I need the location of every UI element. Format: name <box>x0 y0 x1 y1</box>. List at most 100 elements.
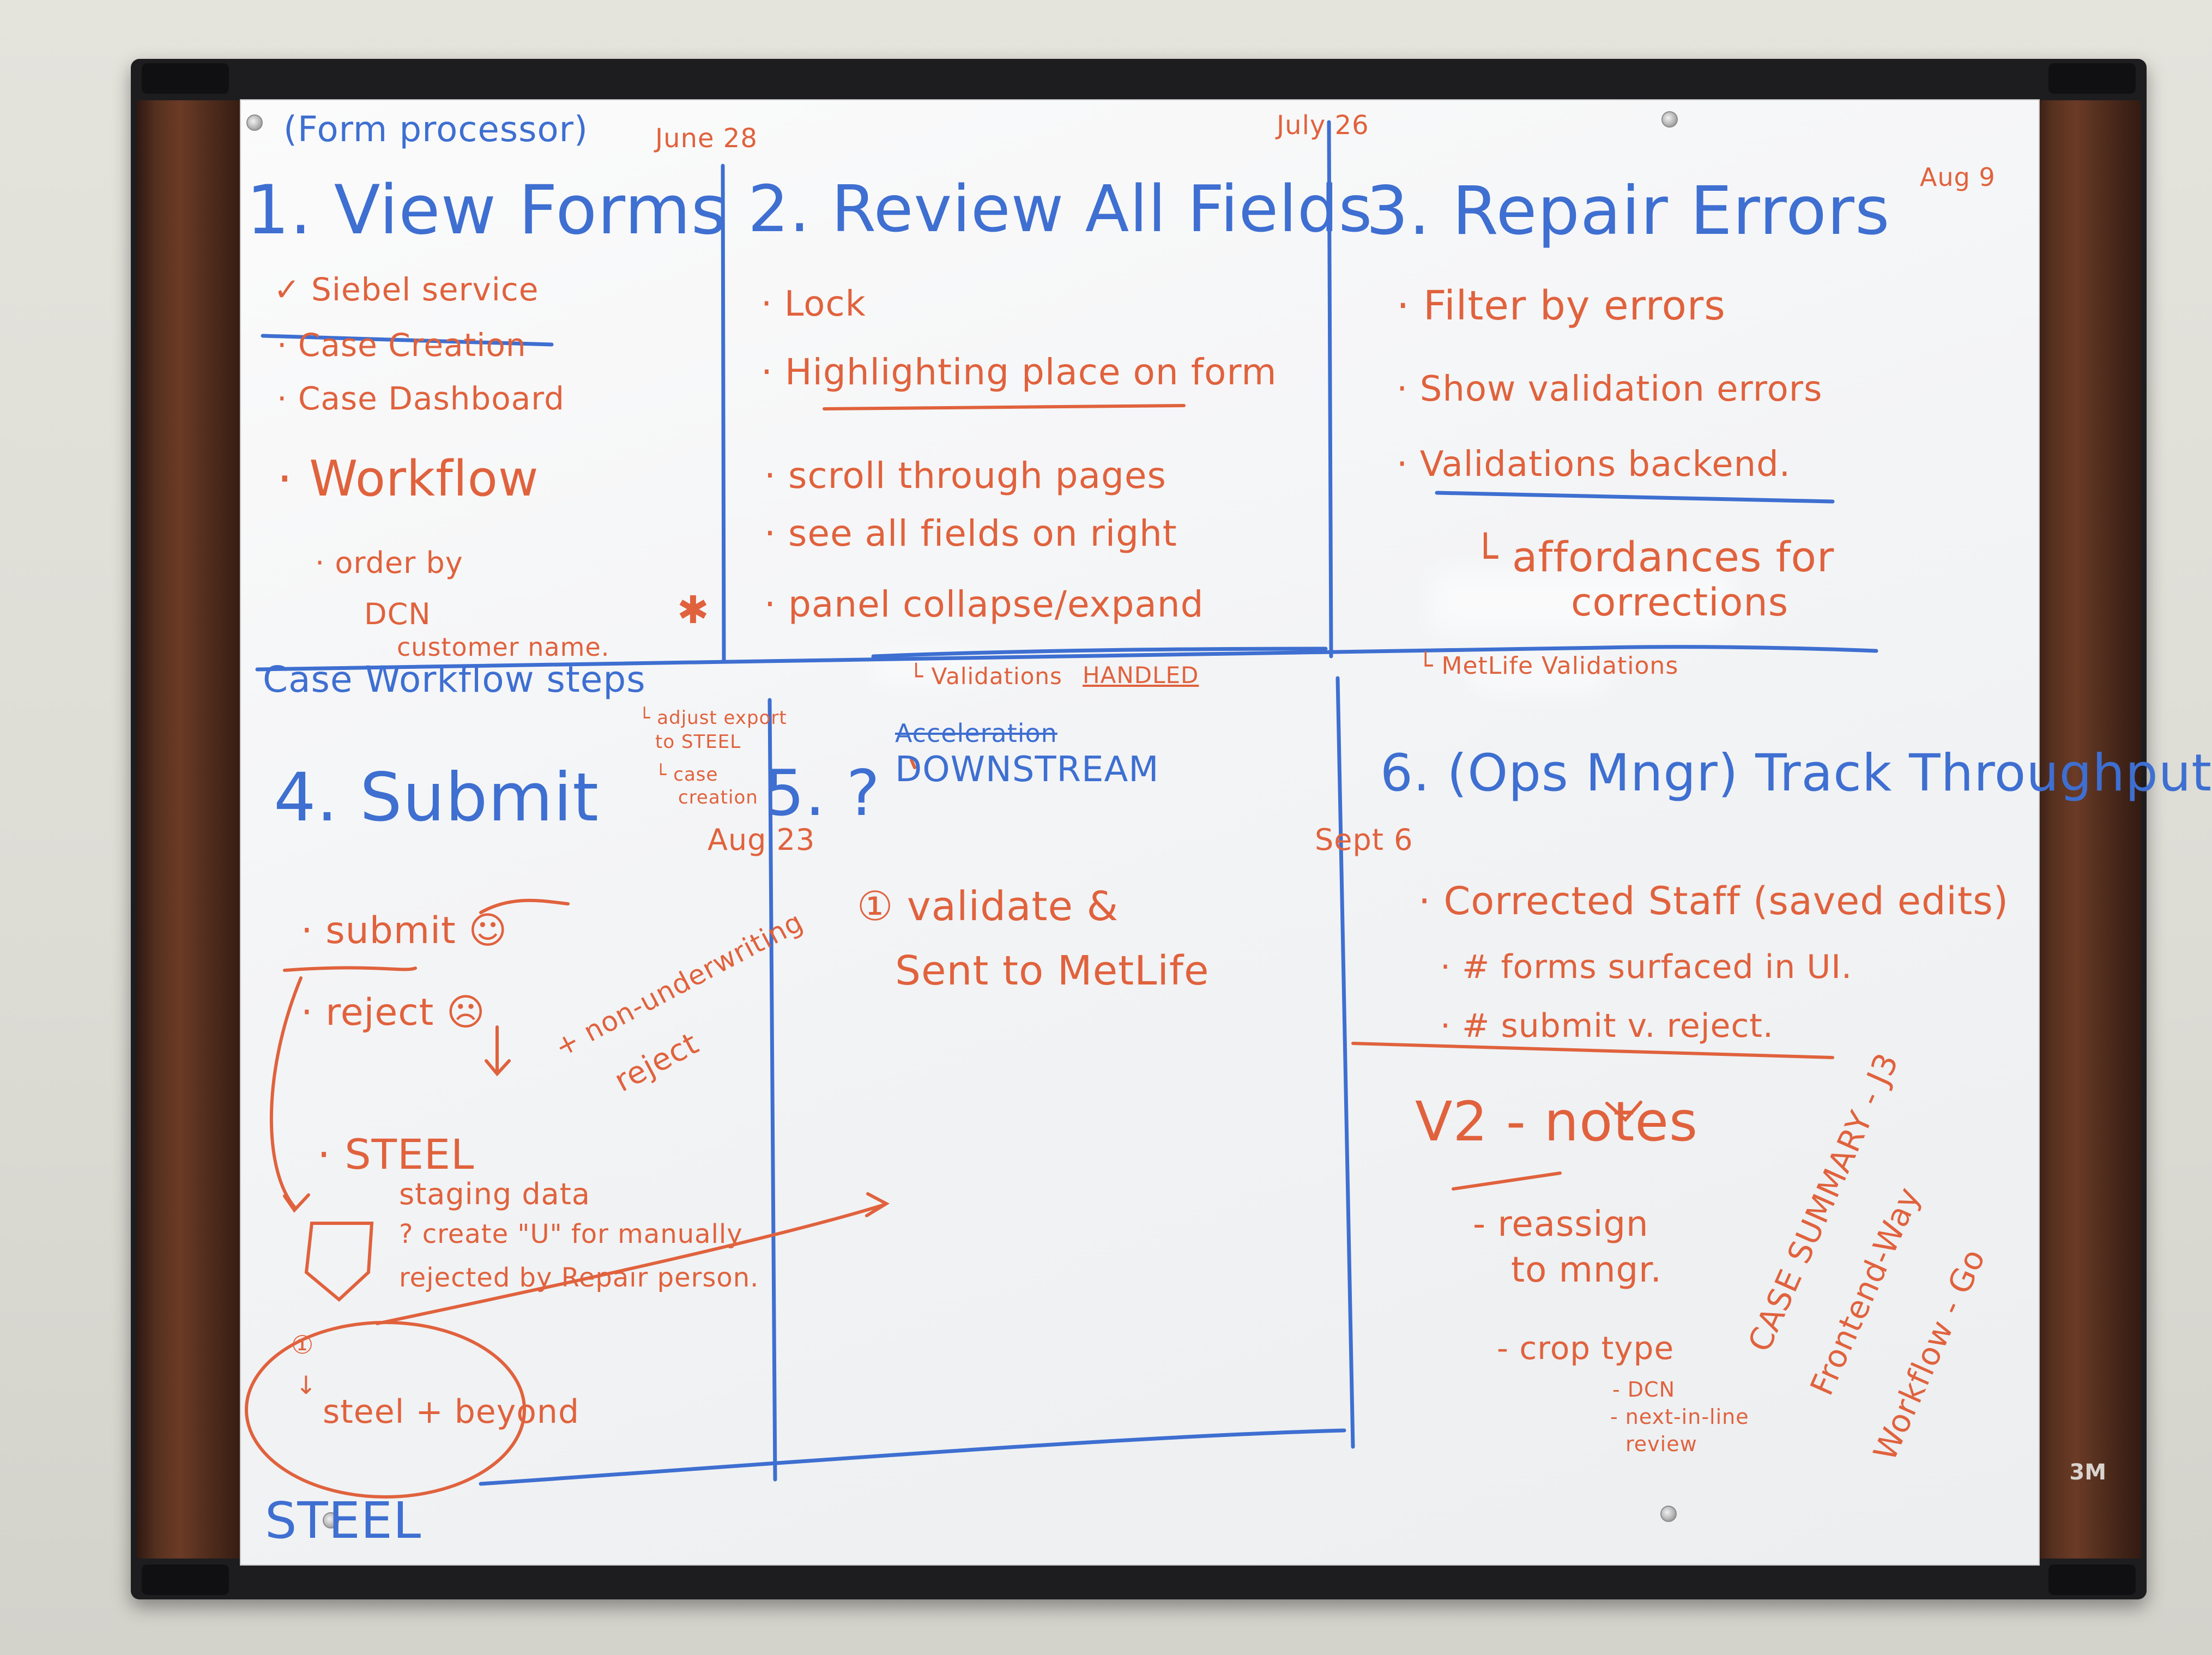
arrowhead <box>865 1192 890 1217</box>
marker-lines <box>245 120 1878 1499</box>
side-note: to STEEL <box>655 731 741 753</box>
shield-sketch <box>304 1222 374 1302</box>
arrowhead <box>1605 1101 1642 1122</box>
section-title: 1. View Forms <box>246 171 727 250</box>
date-label: Aug 23 <box>708 823 815 857</box>
light-glare <box>1467 656 1609 694</box>
list-item: · Case Dashboard <box>277 380 565 417</box>
brand-logo: 3M <box>2069 1460 2106 1485</box>
right-wood-trim <box>2032 100 2141 1559</box>
list-item: · scroll through pages <box>764 455 1167 497</box>
section-title: 2. Review All Fields <box>748 171 1373 246</box>
v2-item: - next-in-line <box>1610 1405 1749 1429</box>
date-label: Sept 6 <box>1315 823 1413 857</box>
arrow-line <box>376 1203 886 1325</box>
sub-item: rejected by Repair person. <box>399 1263 759 1293</box>
section-footer: STEEL <box>265 1491 422 1550</box>
sub-item: corrections <box>1571 580 1789 625</box>
side-note: creation <box>678 787 758 808</box>
sub-item: staging data <box>399 1177 590 1211</box>
divider-line <box>721 164 726 664</box>
underline <box>1351 1042 1834 1059</box>
underline <box>261 334 554 347</box>
list-item: · STEEL <box>317 1130 475 1179</box>
arrow-down <box>485 1025 511 1077</box>
list-item: ① validate & <box>857 883 1119 930</box>
divider-line <box>255 645 1878 672</box>
sub-item: └ affordances for <box>1473 533 1835 581</box>
v2-item: review <box>1625 1432 1697 1456</box>
strikethrough <box>283 966 417 972</box>
star-mark: ✱ <box>677 588 710 632</box>
whiteboard-surface: (Form processor) June 28 July 26 1. View… <box>240 99 2211 1566</box>
corner-cap <box>2048 1565 2136 1595</box>
note: └ MetLife Validations <box>1418 652 1679 680</box>
section-title: 6. (Ops Mngr) Track Throughput <box>1380 744 2212 803</box>
sub-item: DCN <box>364 597 431 631</box>
list-item: · Validations backend. <box>1397 444 1791 485</box>
v2-item: to mngr. <box>1511 1250 1662 1290</box>
section-footer: Case Workflow steps <box>263 659 646 700</box>
divider-line <box>1335 676 1355 1449</box>
v2-item: - DCN <box>1612 1378 1676 1402</box>
list-item: · Lock <box>761 284 866 324</box>
divider-line <box>479 1428 1346 1486</box>
loop-ellipse <box>245 1321 526 1499</box>
corner-cap <box>142 1565 229 1595</box>
tick-mark <box>910 758 916 769</box>
side-note: └ case <box>655 764 718 786</box>
top-note: (Form processor) <box>283 110 588 150</box>
list-item: · Highlighting place on form <box>761 351 1277 393</box>
sub-item: ? create "U" for manually <box>399 1219 743 1249</box>
list-item: Sent to MetLife <box>895 947 1210 994</box>
mount-screw <box>1660 1506 1677 1522</box>
date-label: June 28 <box>655 123 758 154</box>
date-label: Aug 9 <box>1920 162 1996 192</box>
mount-screw <box>323 1512 339 1529</box>
list-item: · # forms surfaced in UI. <box>1440 948 1853 986</box>
arrowhead <box>283 1193 310 1213</box>
light-glare <box>1429 569 1734 635</box>
section-title: 4. Submit <box>274 759 599 836</box>
underline <box>823 404 1186 410</box>
sub-item: · order by <box>315 546 463 580</box>
list-item: · Show validation errors <box>1397 369 1823 409</box>
strikethrough <box>479 898 570 914</box>
mount-screw <box>1661 111 1678 128</box>
corner-cap <box>2048 63 2136 94</box>
sub-title: Acceleration <box>895 718 1057 748</box>
list-item: · Corrected Staff (saved edits) <box>1418 879 2009 923</box>
section-title: 5. ? <box>764 757 881 830</box>
side-note: └ adjust export <box>639 707 787 729</box>
corner-cap <box>142 63 229 94</box>
list-item: · see all fields on right <box>764 512 1177 554</box>
underline <box>1435 491 1835 504</box>
list-item: · Workflow <box>277 450 539 508</box>
list-item: · Case Creation <box>277 327 527 364</box>
v2-item: - reassign <box>1473 1204 1649 1245</box>
list-item: ✓ Siebel service <box>274 271 539 308</box>
loop-marker: ① <box>291 1330 315 1360</box>
underline <box>1452 1171 1562 1191</box>
v2-item: - crop type <box>1497 1330 1675 1367</box>
note: └ Validations <box>909 663 1062 690</box>
list-item: · panel collapse/expand <box>764 583 1204 625</box>
loop-arrow: ↓ <box>295 1370 317 1400</box>
loop-label: steel + beyond <box>323 1393 580 1431</box>
list-item: · # submit v. reject. <box>1440 1007 1774 1045</box>
section-title: 3. Repair Errors <box>1366 172 1890 250</box>
arrow-line <box>269 976 303 1209</box>
list-item: · reject ☹ <box>301 991 486 1034</box>
divider-line <box>871 647 1328 659</box>
note-tag: HANDLED <box>1083 662 1199 688</box>
sub-title: DOWNSTREAM <box>895 750 1159 790</box>
divider-line <box>767 698 777 1482</box>
list-item: · Filter by errors <box>1397 282 1726 329</box>
list-item: · submit ☺ <box>301 909 508 952</box>
v2-title: V2 - notes <box>1415 1090 1699 1153</box>
left-wood-trim <box>136 100 245 1559</box>
mount-screw <box>246 114 263 131</box>
date-label: July 26 <box>1277 110 1369 141</box>
divider-line <box>1327 120 1333 659</box>
sub-item: customer name. <box>397 632 610 662</box>
